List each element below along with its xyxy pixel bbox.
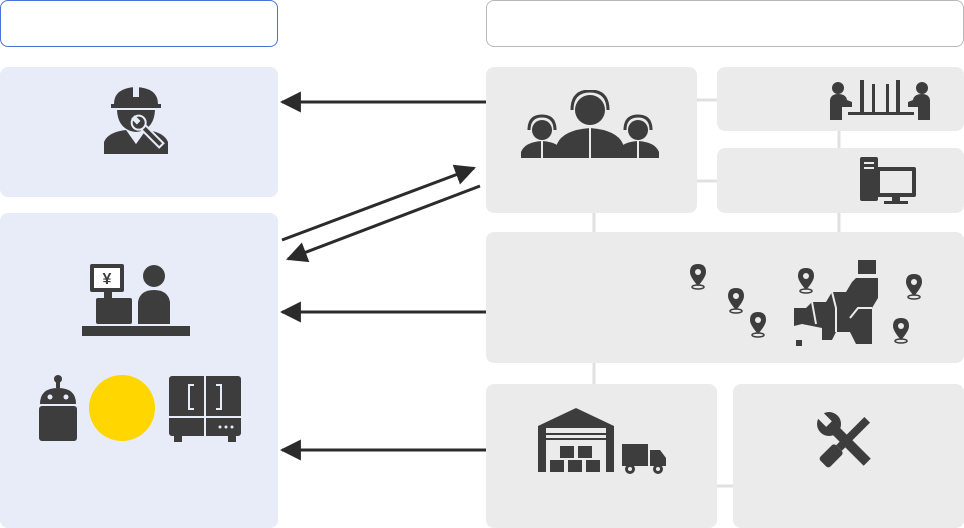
desktop-computer-icon — [860, 157, 916, 204]
right-header-box — [486, 0, 964, 47]
left-header-box — [0, 0, 278, 47]
office-workers-icon — [830, 80, 930, 120]
engineer-icon — [104, 85, 168, 154]
cashier-icon: ¥ — [82, 264, 190, 336]
yellow-circle-icon — [89, 375, 155, 441]
cabinet-icon — [169, 376, 241, 442]
arrow-callcenter-to-store — [286, 184, 481, 263]
panel-system — [717, 148, 964, 213]
arrow-store-to-callcenter — [281, 164, 476, 242]
panel-connectors — [592, 98, 841, 488]
wrench-screwdriver-icon — [816, 411, 871, 468]
japan-map-icon — [689, 260, 923, 346]
panel-nationwide-network — [486, 232, 964, 363]
panel-repair — [733, 384, 964, 528]
left-panel-store — [0, 213, 278, 528]
yen-sign: ¥ — [103, 271, 112, 288]
call-center-icon — [521, 90, 659, 158]
robot-icon — [39, 375, 77, 441]
warehouse-truck-icon — [538, 408, 666, 474]
